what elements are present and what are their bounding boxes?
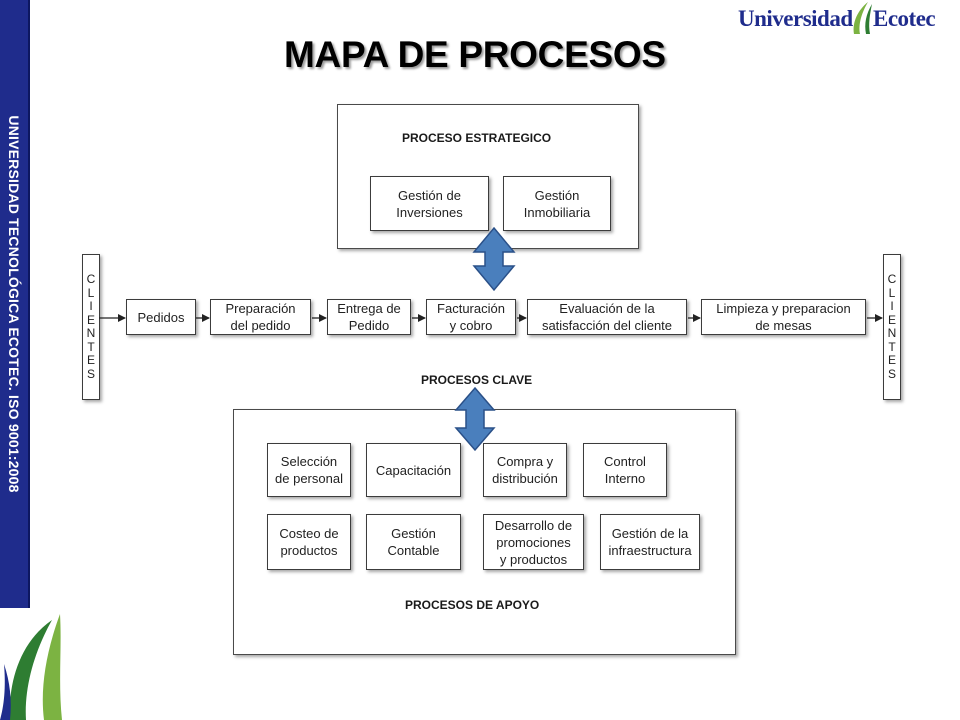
sidebar-band: UNIVERSIDAD TECNOLÓGICA ECOTEC. ISO 9001… (0, 0, 30, 608)
support-box-internal-control: Control Interno (583, 443, 667, 497)
clients-letter: L (888, 285, 896, 300)
double-arrow-key-support-icon (454, 386, 496, 452)
support-process-label: PROCESOS DE APOYO (405, 598, 540, 612)
key-box-table-cleaning: Limpieza y preparacion de mesas (701, 299, 866, 335)
strategic-process-label: PROCESO ESTRATEGICO (402, 131, 552, 145)
key-box-order-delivery: Entrega de Pedido (327, 299, 411, 335)
double-arrow-strategic-key-icon (472, 226, 516, 292)
clients-letter: S (887, 366, 896, 381)
clients-letter: N (86, 326, 96, 340)
logo-leaf-icon (853, 2, 872, 34)
clients-letter: E (86, 353, 95, 367)
clients-letter: I (890, 299, 894, 313)
clients-letter: C (86, 272, 96, 286)
support-box-personnel-selection: Selección de personal (267, 443, 351, 497)
key-box-customer-satisfaction: Evaluación de la satisfacción del client… (527, 299, 687, 335)
clients-letter: I (89, 299, 93, 313)
clients-letter: L (87, 285, 95, 300)
clients-letter: C (887, 272, 897, 286)
clients-letter: N (887, 326, 897, 340)
support-box-infrastructure: Gestión de la infraestructura (600, 514, 700, 570)
key-process-label: PROCESOS CLAVE (421, 373, 533, 387)
page-title: MAPA DE PROCESOS (284, 34, 666, 75)
clients-letter: S (86, 366, 95, 381)
strategic-box-investments: Gestión de Inversiones (370, 176, 489, 231)
logo-text-ecotec: Ecotec (873, 6, 936, 31)
key-box-billing: Facturación y cobro (426, 299, 516, 335)
leaf-logo-icon (0, 614, 62, 720)
key-box-order-preparation: Preparación del pedido (210, 299, 311, 335)
support-box-training: Capacitación (366, 443, 461, 497)
strategic-box-real-estate: Gestión Inmobiliaria (503, 176, 611, 231)
university-logo: Universidad Ecotec (738, 0, 953, 44)
logo-text-universidad: Universidad (738, 6, 853, 31)
clients-letter: E (887, 353, 896, 367)
clients-letter: T (87, 339, 95, 354)
clients-letter: T (888, 339, 896, 354)
clients-letter: E (887, 312, 896, 327)
support-box-promotions-development: Desarrollo de promociones y productos (483, 514, 584, 570)
clients-letter: E (86, 312, 95, 327)
support-box-accounting: Gestión Contable (366, 514, 461, 570)
support-box-purchase-distribution: Compra y distribución (483, 443, 567, 497)
key-box-orders: Pedidos (126, 299, 196, 335)
support-box-product-costing: Costeo de productos (267, 514, 351, 570)
